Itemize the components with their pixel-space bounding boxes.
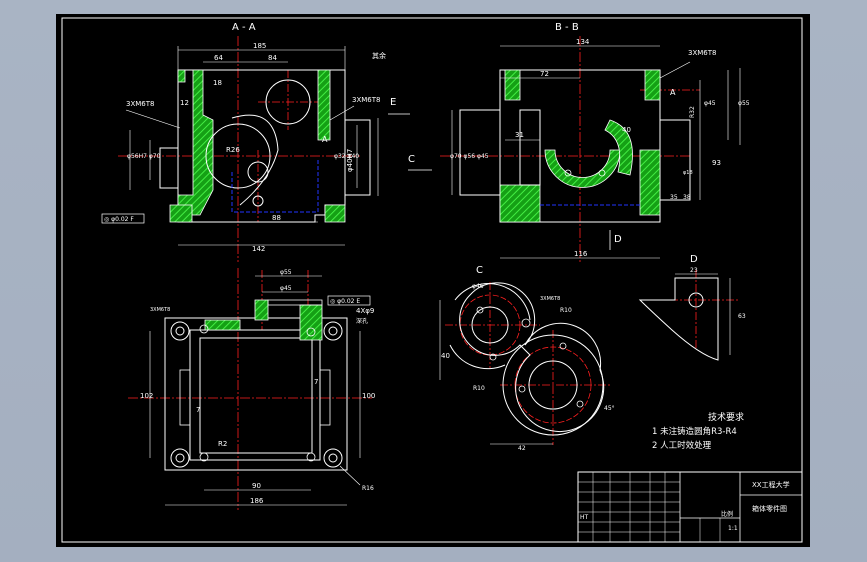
bb-a-mark: A bbox=[670, 88, 676, 97]
bb-dim-35: 35 bbox=[670, 194, 678, 201]
title-block-part-name: 箱体零件图 bbox=[752, 504, 787, 513]
tech-req-item-1: 1 未注铸造圆角R3-R4 bbox=[652, 426, 737, 437]
bb-dim-40: 40 bbox=[622, 126, 631, 134]
aa-a-mark: A bbox=[322, 135, 328, 144]
aa-thread-right: 3XM6T8 bbox=[352, 96, 380, 104]
bb-width-top: 134 bbox=[576, 38, 590, 46]
view-c-dim-40: 40 bbox=[441, 352, 450, 360]
aa-view-arrow-e: E bbox=[390, 97, 396, 108]
aa-dim-width-top: 185 bbox=[253, 42, 266, 50]
bb-dia-left: φ70 φ56 φ45 bbox=[450, 153, 489, 160]
tech-req-item-2: 2 人工时效处理 bbox=[652, 440, 712, 451]
title-block-scale-label: 比例 bbox=[721, 510, 733, 518]
view-c-r10a: R10 bbox=[560, 307, 572, 314]
view-c: C 40 φ46 3XM6T8 R10 R10 42 45° bbox=[439, 265, 615, 452]
plan-thread-note: 3XM6T8 bbox=[150, 307, 170, 313]
aa-dim-64: 64 bbox=[214, 54, 223, 62]
section-bb-label: B - B bbox=[555, 22, 579, 33]
tech-req-title: 技术要求 bbox=[708, 411, 744, 423]
bb-dim-31: 31 bbox=[515, 131, 524, 139]
tech-requirements: 技术要求 1 未注铸造圆角R3-R4 2 人工时效处理 bbox=[652, 411, 744, 451]
title-block-material: HT bbox=[580, 514, 589, 521]
view-d-dim-23: 23 bbox=[690, 267, 698, 274]
bb-view-arrow-d: D bbox=[614, 234, 622, 245]
section-aa: A - A bbox=[101, 22, 410, 262]
aa-dia-right: φ32 φ40 bbox=[334, 153, 359, 160]
aa-tolerance-frame: ◎ φ0.02 F bbox=[104, 216, 134, 223]
view-c-angle: 45° bbox=[604, 405, 615, 412]
plan-dim-7a: 7 bbox=[196, 406, 200, 414]
plan-dim-top: φ55 bbox=[280, 269, 292, 276]
section-bb: B - B 134 3XM6T8 72 bbox=[408, 22, 750, 262]
bb-dia-right1: φ45 bbox=[704, 100, 716, 107]
title-block-scale: 1:1 bbox=[728, 525, 738, 532]
plan-holes: 4Xφ9 bbox=[356, 307, 374, 315]
plan-dim-100: 100 bbox=[362, 392, 375, 400]
plan-dim-90: 90 bbox=[252, 482, 261, 490]
title-block: XX工程大学 箱体零件图 HT 比例 1:1 bbox=[577, 471, 803, 543]
bb-dia-small: φ18 bbox=[683, 170, 693, 176]
plan-view: φ55 φ45 ◎ φ0.02 E 4Xφ9 深孔 3XM6T8 102 100… bbox=[128, 268, 375, 510]
view-c-label: C bbox=[476, 265, 483, 276]
bb-dim-93: 93 bbox=[712, 159, 721, 167]
bb-width-bottom: 116 bbox=[574, 250, 588, 258]
bb-view-arrow-c: C bbox=[408, 154, 415, 165]
view-c-thread: 3XM6T8 bbox=[540, 296, 560, 302]
plan-dim-186: 186 bbox=[250, 497, 264, 505]
aa-thread-left: 3XM6T8 bbox=[126, 100, 154, 108]
aa-dia-left: φ56H7 φ70 bbox=[127, 153, 161, 160]
plan-r16: R16 bbox=[362, 485, 374, 492]
view-d-label: D bbox=[690, 254, 698, 265]
plan-r2: R2 bbox=[218, 440, 227, 448]
plan-dim-top2: φ45 bbox=[280, 285, 292, 292]
aa-dim-18: 18 bbox=[213, 79, 222, 87]
view-c-r10b: R10 bbox=[473, 385, 485, 392]
view-c-dim-42: 42 bbox=[518, 445, 526, 452]
plan-dim-7b: 7 bbox=[314, 378, 318, 386]
bb-thread: 3XM6T8 bbox=[688, 49, 716, 57]
section-aa-label: A - A bbox=[232, 22, 256, 33]
plan-dim-102: 102 bbox=[140, 392, 153, 400]
title-block-school: XX工程大学 bbox=[752, 480, 790, 489]
aa-dim-88: 88 bbox=[272, 214, 281, 222]
view-c-dim-46: φ46 bbox=[472, 283, 484, 290]
bb-dia-right2: φ55 bbox=[738, 100, 750, 107]
sheet-border bbox=[61, 17, 803, 543]
aa-width-bottom: 142 bbox=[252, 245, 265, 253]
plan-tolerance-frame: ◎ φ0.02 E bbox=[330, 298, 360, 305]
bb-dim-72: 72 bbox=[540, 70, 549, 78]
bb-r32: R32 bbox=[689, 106, 696, 118]
aa-dim-12: 12 bbox=[180, 99, 189, 107]
plan-holes-note: 深孔 bbox=[356, 317, 368, 325]
aa-r26: R26 bbox=[226, 146, 240, 154]
aa-dia-mid: φ40H7 bbox=[346, 149, 354, 172]
bb-dim-38: 38 bbox=[683, 194, 691, 201]
view-d: D 23 63 bbox=[638, 254, 746, 361]
view-d-dim-63: 63 bbox=[738, 313, 746, 320]
aa-dim-84: 84 bbox=[268, 54, 277, 62]
drawing-sheet bbox=[56, 14, 810, 547]
aa-roughness-note: 其余 bbox=[372, 51, 386, 60]
